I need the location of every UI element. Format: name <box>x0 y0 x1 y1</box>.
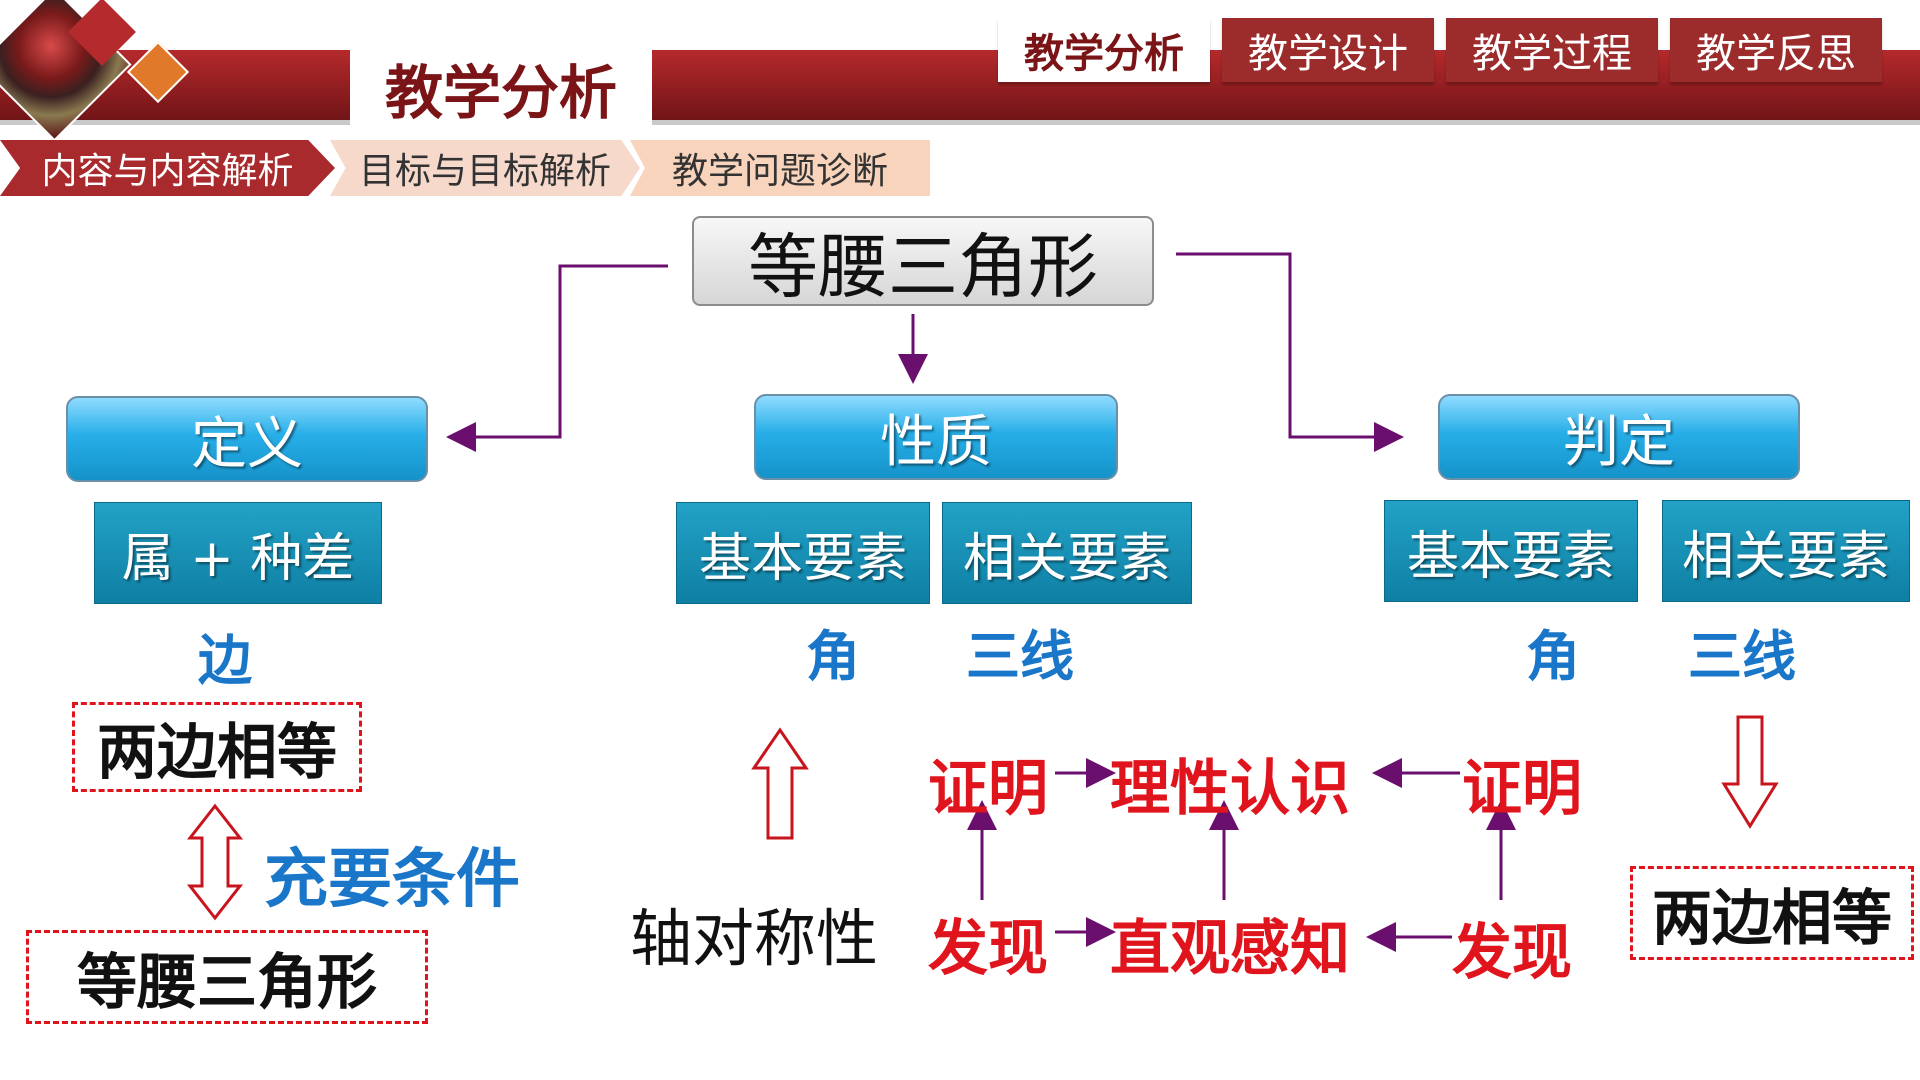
property-basic-box: 基本要素 <box>676 502 930 604</box>
hollow-arrow-up <box>751 727 809 840</box>
judgement-node: 判定 <box>1438 394 1800 480</box>
property-node: 性质 <box>754 394 1118 480</box>
process-find-right: 发现 <box>1452 918 1572 988</box>
root-node: 等腰三角形 <box>692 216 1154 308</box>
relation-label: 充要条件 <box>264 843 520 917</box>
judgement-result-box: 两边相等 <box>1630 866 1914 960</box>
judgement-basic-box: 基本要素 <box>1384 500 1638 602</box>
process-proof-right: 证明 <box>1462 754 1582 824</box>
definition-node: 定义 <box>66 396 428 482</box>
arrow-root-to-definition <box>446 264 668 452</box>
definition-box-top: 两边相等 <box>72 702 362 792</box>
page-title: 教学分析 <box>350 50 652 127</box>
process-rational: 理性认识 <box>1110 754 1350 824</box>
definition-genus-box: 属 + 种差 <box>94 502 382 604</box>
judgement-related-item: 三线 <box>1688 625 1796 688</box>
tab-teaching-analysis[interactable]: 教学分析 <box>998 18 1210 82</box>
definition-element: 边 <box>198 629 252 692</box>
tab-teaching-reflection[interactable]: 教学反思 <box>1670 18 1882 82</box>
subtab-problem-diagnosis[interactable]: 教学问题诊断 <box>630 140 930 196</box>
arrow-root-to-judgement <box>1176 252 1404 452</box>
property-related-item: 三线 <box>966 625 1074 688</box>
tab-teaching-design[interactable]: 教学设计 <box>1222 18 1434 82</box>
header-divider <box>0 120 1920 125</box>
hollow-arrow-updown <box>186 803 244 921</box>
hollow-arrow-down <box>1721 715 1779 829</box>
tab-teaching-process[interactable]: 教学过程 <box>1446 18 1658 82</box>
symmetry-label: 轴对称性 <box>630 902 879 975</box>
process-find-left: 发现 <box>928 914 1048 984</box>
process-intuitive: 直观感知 <box>1110 914 1350 984</box>
process-proof-left: 证明 <box>928 754 1048 824</box>
judgement-related-box: 相关要素 <box>1662 500 1910 602</box>
subtab-goal-analysis[interactable]: 目标与目标解析 <box>330 140 640 196</box>
main-tabs: 教学分析 教学设计 教学过程 教学反思 <box>998 18 1882 84</box>
property-related-box: 相关要素 <box>942 502 1192 604</box>
subtab-content-analysis[interactable]: 内容与内容解析 <box>0 140 335 196</box>
definition-box-bottom: 等腰三角形 <box>26 930 428 1024</box>
property-basic-item: 角 <box>806 625 860 688</box>
judgement-basic-item: 角 <box>1526 625 1580 688</box>
